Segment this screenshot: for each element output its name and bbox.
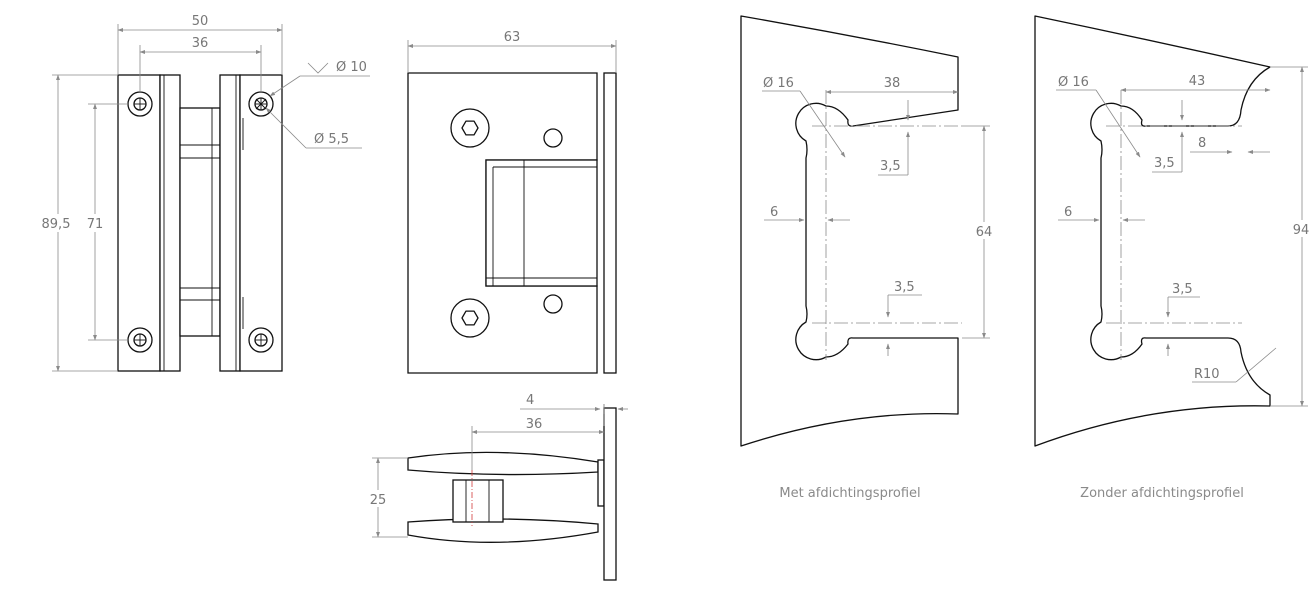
bottom-glass-plate [603, 407, 617, 581]
cut2-bottom-gap-label: 3,5 [1172, 282, 1193, 297]
dim-36-bottom-label: 36 [526, 417, 543, 432]
dim-8-label: 8 [1198, 136, 1206, 151]
dim-94-label: 94 [1293, 223, 1310, 238]
dim-89-5-label: 89,5 [42, 217, 71, 232]
pin-hole-top [543, 128, 563, 148]
right-plate [239, 74, 283, 372]
dim-64-label: 64 [976, 225, 993, 240]
cut1-bottom-gap-label: 3,5 [894, 280, 915, 295]
cut2-left-label: 6 [1064, 205, 1072, 220]
dim-71-label: 71 [87, 217, 104, 232]
hinge-core [179, 107, 221, 337]
hole-bottom-right [248, 327, 274, 353]
dim-4-label: 4 [526, 393, 534, 408]
right-flange [219, 74, 241, 372]
cutout-with-seal: Ø 16 38 3,5 6 64 3,5 Met afdichtingsprof… [740, 15, 995, 501]
screw-bottom [450, 298, 490, 338]
dim-50-label: 50 [192, 14, 209, 29]
dim-diameter-5-5-label: Ø 5,5 [314, 132, 349, 147]
dim-r10-label: R10 [1194, 367, 1220, 382]
screw-top [450, 108, 490, 148]
cut2-diameter-label: Ø 16 [1058, 75, 1089, 90]
left-flange [159, 74, 181, 372]
front-view: 50 36 89,5 71 Ø 10 Ø 5,5 [36, 14, 370, 372]
dim-36-label: 36 [192, 36, 209, 51]
cut1-top-gap-label: 3,5 [880, 159, 901, 174]
bottom-view: 4 36 25 [367, 393, 628, 581]
hole-top-right [248, 91, 274, 117]
cut1-diameter-label: Ø 16 [763, 76, 794, 91]
cut2-top-gap-label: 3,5 [1154, 156, 1175, 171]
dim-38-label: 38 [884, 76, 901, 91]
dim-25-label: 25 [370, 493, 387, 508]
bottom-core [452, 479, 504, 523]
cut1-left-label: 6 [770, 205, 778, 220]
glass-panel-1 [740, 15, 959, 447]
dim-63-label: 63 [504, 30, 521, 45]
pin-hole-bottom [543, 294, 563, 314]
caption-without-seal: Zonder afdichtingsprofiel [1080, 486, 1244, 501]
left-plate [117, 74, 161, 372]
dim-diameter-10-label: Ø 10 [336, 60, 367, 75]
side-view: 63 [407, 30, 617, 374]
side-glass-plate [603, 72, 617, 374]
bottom-top-leaf [407, 451, 599, 476]
cutout-without-seal: Ø 16 43 8 3,5 6 94 3,5 R10 Zonder afdich… [1034, 15, 1312, 501]
caption-with-seal: Met afdichtingsprofiel [779, 486, 920, 501]
dim-43-label: 43 [1189, 74, 1206, 89]
glass-panel-2 [1034, 15, 1271, 447]
